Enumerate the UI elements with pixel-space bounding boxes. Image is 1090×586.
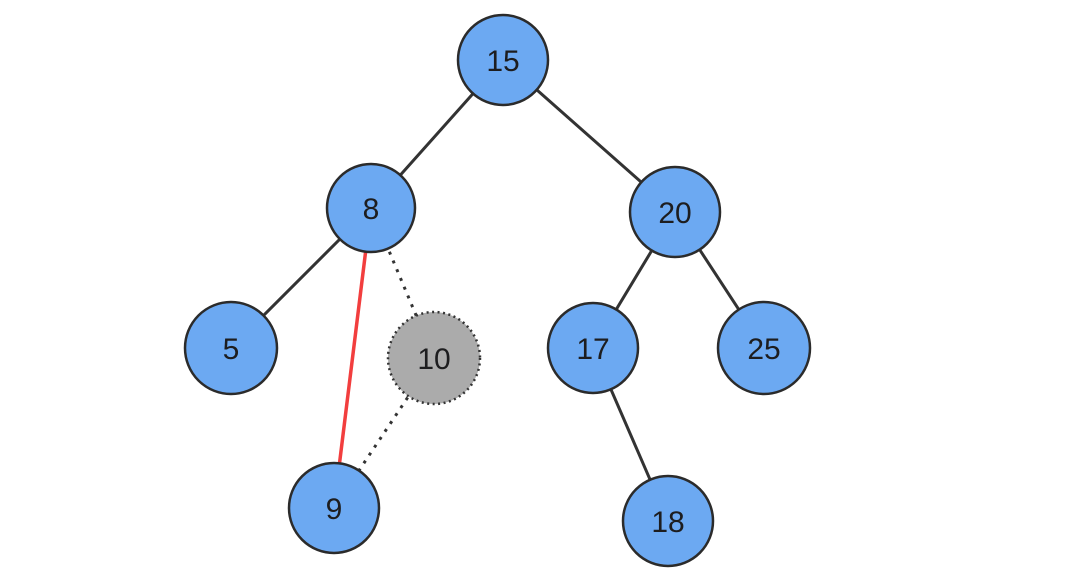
ghost-node-circle — [386, 310, 482, 406]
tree-edge-8-9-highlight[interactable] — [332, 206, 373, 510]
tree-node-5[interactable]: 5 — [183, 300, 279, 396]
node-label: 15 — [486, 45, 519, 78]
node-circle — [183, 300, 279, 396]
tree-node-20[interactable]: 20 — [628, 165, 722, 259]
node-circle — [716, 300, 812, 396]
tree-node-9[interactable]: 9 — [287, 461, 381, 555]
node-label: 17 — [576, 333, 609, 366]
node-label: 8 — [363, 193, 380, 226]
tree-node-8[interactable]: 8 — [325, 162, 417, 254]
node-circle — [546, 301, 640, 395]
node-label: 25 — [747, 333, 780, 366]
tree-node-18[interactable]: 18 — [621, 474, 715, 568]
tree-node-25[interactable]: 25 — [716, 300, 812, 396]
edges-layer — [229, 58, 766, 523]
node-label: 10 — [417, 343, 450, 376]
tree-node-17[interactable]: 17 — [546, 301, 640, 395]
node-label: 9 — [326, 493, 343, 526]
tree-node-10-ghost[interactable]: 10 — [386, 310, 482, 406]
node-label: 18 — [651, 506, 684, 539]
node-circle — [621, 474, 715, 568]
nodes-layer: 15 8 20 5 10 17 25 9 18 — [183, 13, 812, 568]
node-circle — [287, 461, 381, 555]
node-label: 20 — [658, 197, 691, 230]
node-label: 5 — [223, 333, 240, 366]
node-circle — [628, 165, 722, 259]
node-circle — [456, 13, 550, 107]
tree-node-15[interactable]: 15 — [456, 13, 550, 107]
node-circle — [325, 162, 417, 254]
